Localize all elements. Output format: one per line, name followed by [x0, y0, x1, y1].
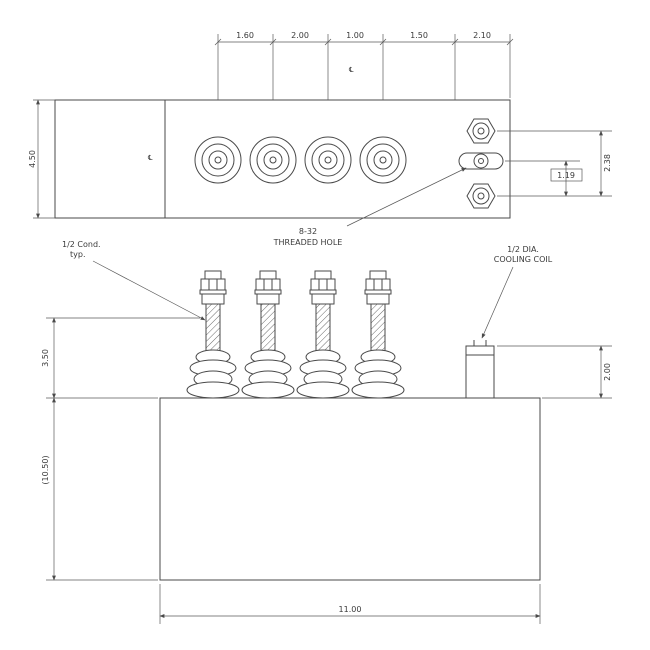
- tank-outline: [159, 397, 541, 581]
- bushing-top-view-1: [194, 136, 242, 184]
- dim-label-top-3: 1.00: [346, 31, 364, 40]
- dim-label-hole-span: 2.38: [603, 154, 612, 172]
- dim-label-top-1: 1.60: [236, 31, 254, 40]
- conductor-label-line1: 1/2 Cond.: [62, 240, 101, 249]
- dim-label-bushing-height: 3.50: [41, 349, 50, 367]
- cooling-coil: [465, 340, 495, 399]
- threaded-hole-label-line1: 8-32: [299, 227, 317, 236]
- cooling-coil-label-line2: COOLING COIL: [494, 255, 553, 264]
- cooling-coil-callout: 1/2 DIA. COOLING COIL: [481, 245, 553, 339]
- dim-label-coil-height: 2.00: [603, 363, 612, 381]
- bushing-top-view-2: [249, 136, 297, 184]
- top-view-dimensions: 1.60 2.00 1.00 1.50 2.10 4.50 2.38 1.19: [28, 31, 612, 219]
- top-view-outline: [54, 99, 511, 219]
- threaded-hole-boss: [458, 152, 504, 170]
- bushing-front-3: [296, 270, 350, 399]
- conductor-callout: 1/2 Cond. typ.: [62, 240, 206, 321]
- centerline-symbol: ℄: [349, 66, 354, 74]
- top-view: ℄ ℄: [54, 66, 511, 247]
- bushing-stem: [370, 303, 386, 355]
- centerline-symbol: ℄: [148, 154, 153, 162]
- bushing-stem: [315, 303, 331, 355]
- reference-dim-box: [550, 168, 583, 182]
- threaded-hole-callout: 8-32 THREADED HOLE: [273, 167, 467, 247]
- threaded-hole-label-line2: THREADED HOLE: [273, 238, 343, 247]
- dim-label-top-2: 2.00: [291, 31, 309, 40]
- conductor-label-line2: typ.: [70, 250, 86, 259]
- front-view-dimensions: 3.50 (10.50) 2.00 11.00: [41, 317, 612, 624]
- bushing-stem: [260, 303, 276, 355]
- dim-label-tank-height: (10.50): [41, 455, 50, 484]
- bushing-front-2: [241, 270, 295, 399]
- dim-label-hole-half: 1.19: [557, 171, 575, 180]
- front-view: 1/2 Cond. typ. 1/2 DIA. COOLING COIL: [62, 240, 553, 581]
- bushing-front-4: [351, 270, 405, 399]
- cooling-coil-label-line1: 1/2 DIA.: [507, 245, 539, 254]
- dim-label-top-4: 1.50: [410, 31, 428, 40]
- dim-label-top-5: 2.10: [473, 31, 491, 40]
- hex-mounting-hole-bottom: [466, 183, 496, 209]
- bushing-top-view-4: [359, 136, 407, 184]
- dim-label-overall-width: 11.00: [339, 605, 362, 614]
- bushing-top-view-3: [304, 136, 352, 184]
- bushing-stem: [205, 303, 221, 355]
- hex-mounting-hole-top: [466, 118, 496, 144]
- dim-label-top-view-height: 4.50: [28, 150, 37, 168]
- bushing-front-1: [186, 270, 240, 399]
